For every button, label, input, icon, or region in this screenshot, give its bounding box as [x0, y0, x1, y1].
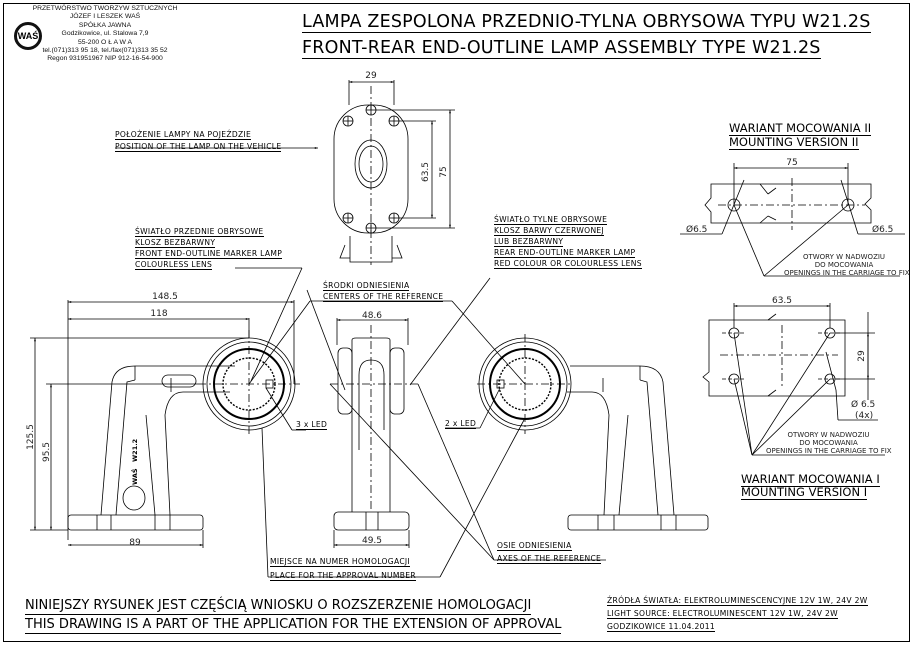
- label-rear-lamp-1: ŚWIATŁO TYLNE OBRYSOWE: [494, 215, 608, 225]
- dim-mount1-height: 29: [857, 350, 867, 362]
- mounting-i-title-pl: WARIANT MOCOWANIA I: [741, 472, 880, 487]
- mounting-ii-title-pl: WARIANT MOCOWANIA II: [729, 121, 872, 136]
- front-view: [330, 318, 418, 548]
- dim-height-total: 125.5: [26, 424, 36, 450]
- mounting-i-openings: OTWORY W NADWOZIU DO MOCOWANIA OPENINGS …: [766, 431, 892, 455]
- dim-front-base: 49.5: [362, 536, 382, 546]
- dim-side-base: 89: [129, 538, 141, 548]
- mounting-ii-openings: OTWORY W NADWOZIU DO MOCOWANIA OPENINGS …: [784, 253, 910, 277]
- body-mark-w212: W21.2: [131, 439, 139, 462]
- label-rear-lamp-4: REAR END-OUTLINE MARKER LAMP: [494, 248, 636, 258]
- mount-hole: [342, 212, 354, 224]
- label-approval-pl: MIEJSCE NA NUMER HOMOLOGACJI: [270, 557, 411, 567]
- dim-front-width: 48.6: [362, 311, 382, 321]
- leader-lines: [235, 267, 606, 578]
- label-axes-en: AXES OF THE REFERENCE: [497, 554, 602, 564]
- openings-line: DO MOCOWANIA: [814, 261, 874, 269]
- title-pl: LAMPA ZESPOLONA PRZEDNIO-TYLNA OBRYSOWA …: [302, 12, 871, 33]
- openings-line: OPENINGS IN THE CARRIAGE TO FIX: [766, 447, 892, 455]
- dim-mount2-spacing: 75: [786, 158, 797, 168]
- openings-line: DO MOCOWANIA: [799, 439, 858, 447]
- company-line: PRZETWÓRSTWO TWORZYW SZTUCZNYCH: [32, 5, 178, 12]
- top-view: [115, 80, 455, 265]
- company-line: SPÓŁKA JAWNA: [78, 21, 132, 29]
- mounting-i-diagram: [702, 303, 885, 456]
- label-position-pl: POŁOŻENIE LAMPY NA POJEŹDZIE: [115, 130, 252, 140]
- dimension-labels: 29 63.5 75 148.5 118 125.5 95.5 89 48.6 …: [26, 71, 893, 548]
- dim-top-inner: 63.5: [421, 162, 431, 182]
- hole-right-diameter: Ø6.5: [872, 224, 893, 235]
- label-centers-pl: ŚRODKI ODNIESIENIA: [323, 281, 410, 291]
- mount-hole: [365, 104, 377, 116]
- hole-left-diameter: Ø6.5: [686, 224, 707, 235]
- label-position-en: POSITION OF THE LAMP ON THE VEHICLE: [115, 142, 282, 152]
- label-led-front: 3 x LED: [296, 420, 328, 430]
- drawing-frame: [3, 3, 910, 642]
- footer-source-en: LIGHT SOURCE: ELECTROLUMINESCENT 12V 1W,…: [607, 609, 838, 619]
- company-line: Godzikowice, ul. Stalowa 7,9: [61, 30, 149, 38]
- company-line: 55-200 O Ł A W A: [77, 38, 133, 46]
- label-front-lamp-3: FRONT END-OUTLINE MARKER LAMP: [135, 249, 283, 259]
- mounting-ii-title-en: MOUNTING VERSION II: [729, 135, 859, 150]
- label-approval-en: PLACE FOR THE APPROVAL NUMBER: [270, 571, 416, 581]
- footer-source-pl: ŹRÓDŁA ŚWIATŁA: ELEKTROLUMINESCENCYJNE 1…: [607, 596, 868, 606]
- side-view-rear: [477, 334, 709, 531]
- mount-hole: [388, 212, 400, 224]
- mount-hole: [342, 115, 354, 127]
- label-rear-lamp-3: LUB BEZBARWNY: [494, 237, 564, 247]
- label-front-lamp-4: COLOURLESS LENS: [135, 260, 213, 270]
- company-line: JÓZEF I LESZEK WAŚ: [69, 13, 141, 21]
- label-front-lamp-1: ŚWIATŁO PRZEDNIE OBRYSOWE: [135, 227, 264, 237]
- title-en: FRONT-REAR END-OUTLINE LAMP ASSEMBLY TYP…: [302, 38, 821, 59]
- dim-height-center: 95.5: [42, 442, 52, 462]
- body-markings: WAŚ W21.2: [130, 439, 139, 485]
- label-centers-en: CENTERS OF THE REFERENCE: [323, 292, 444, 302]
- label-axes-pl: OSIE ODNIESIENIA: [497, 541, 572, 551]
- dim-side-center: 118: [150, 309, 167, 319]
- side-view-front: [30, 300, 300, 548]
- dim-mount1-width: 63.5: [772, 296, 792, 306]
- footer-note-en: THIS DRAWING IS A PART OF THE APPLICATIO…: [25, 617, 562, 634]
- mount-hole: [365, 222, 377, 234]
- company-line: Regon 931951967 NIP 912-16-54-900: [47, 55, 163, 63]
- openings-line: OTWORY W NADWOZIU: [802, 253, 886, 261]
- label-front-lamp-2: KLOSZ BEZBARWNY: [135, 238, 216, 248]
- label-rear-lamp-2: KLOSZ BARWY CZERWONEJ: [494, 226, 605, 236]
- company-stamp: PRZETWÓRSTWO TWORZYW SZTUCZNYCH JÓZEF I …: [10, 5, 200, 64]
- body-mark-was: WAŚ: [130, 468, 139, 485]
- openings-line: OTWORY W NADWOZIU: [787, 431, 870, 439]
- company-logo: WAŚ: [14, 22, 42, 50]
- dim-side-total: 148.5: [152, 292, 178, 302]
- footer-place-date: GODZIKOWICE 11.04.2011: [607, 622, 716, 632]
- footer-note-pl: NINIEJSZY RYSUNEK JEST CZĘŚCIĄ WNIOSKU O…: [25, 598, 532, 615]
- company-line: tel.(071)313 95 18, tel./fax(071)313 35 …: [42, 47, 168, 55]
- dim-top-width: 29: [365, 71, 377, 81]
- hole-diameter: Ø 6.5: [851, 399, 875, 410]
- dim-top-outer: 75: [439, 166, 449, 177]
- hole-count: (4x): [855, 411, 873, 421]
- mounting-ii-diagram: [680, 163, 905, 277]
- mount-hole: [388, 115, 400, 127]
- openings-line: OPENINGS IN THE CARRIAGE TO FIX: [784, 269, 910, 277]
- mounting-i-title-en: MOUNTING VERSION I: [741, 485, 868, 500]
- label-rear-lamp-5: RED COLOUR OR COLOURLESS LENS: [494, 259, 642, 269]
- label-led-rear: 2 x LED: [445, 419, 477, 429]
